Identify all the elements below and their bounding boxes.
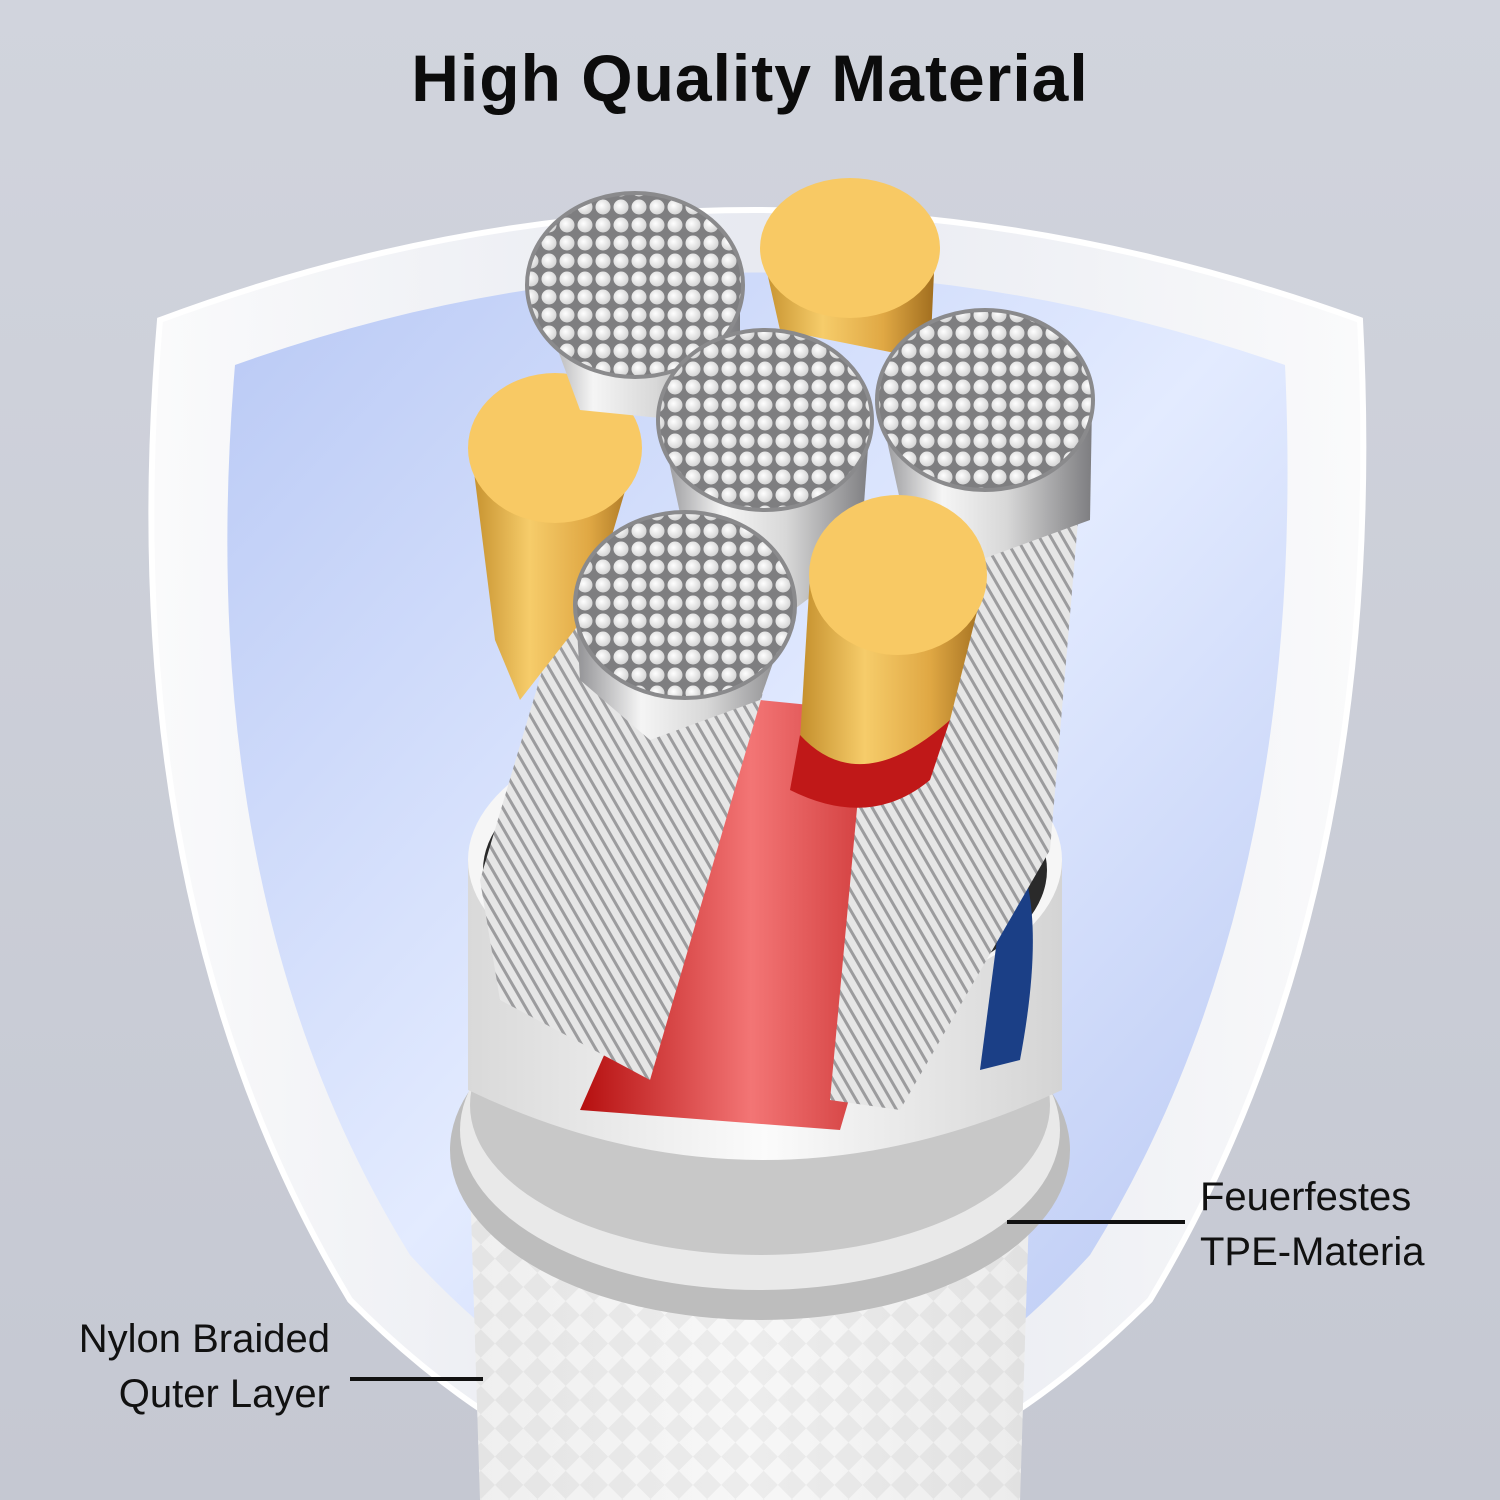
- cable: [450, 178, 1095, 1500]
- callout-tpe-material: Feuerfestes TPE-Materia: [1200, 1170, 1425, 1280]
- callout-nylon-line1: Nylon Braided: [78, 1317, 330, 1361]
- callout-tpe-line1: Feuerfestes: [1200, 1175, 1412, 1219]
- callout-tpe-line2: TPE-Materia: [1200, 1230, 1425, 1274]
- page-title: High Quality Material: [411, 41, 1089, 115]
- callout-nylon-layer: Nylon Braided Quter Layer: [40, 1312, 330, 1422]
- callout-nylon-line2: Quter Layer: [118, 1372, 330, 1416]
